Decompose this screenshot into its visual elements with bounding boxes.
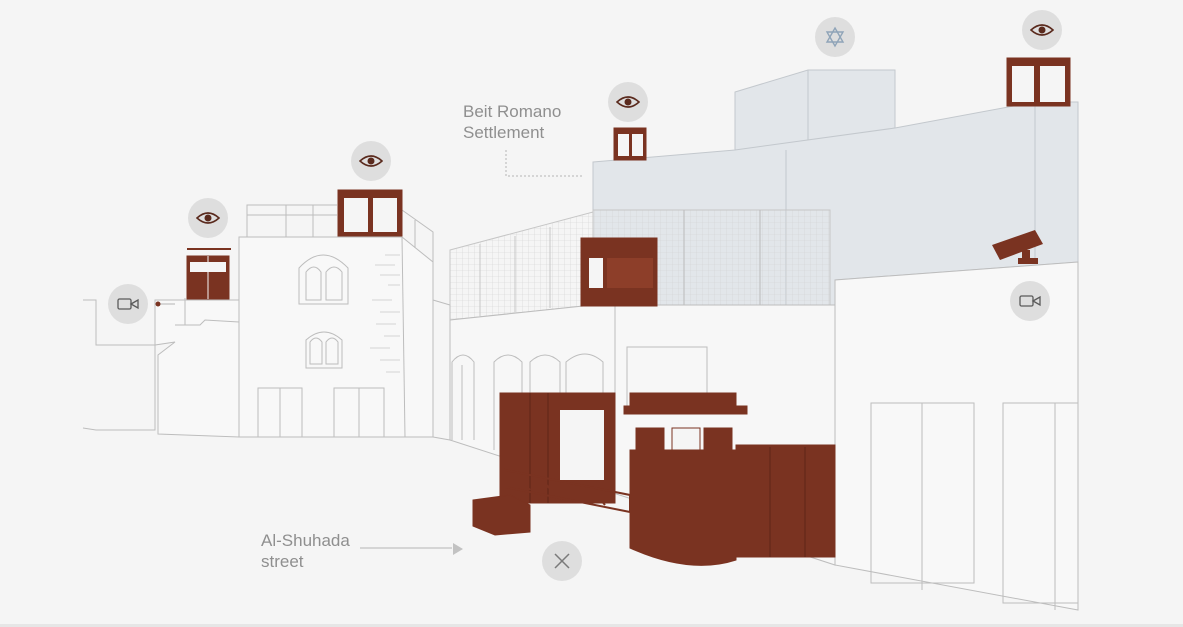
beit-romano-label-line1: Beit Romano: [463, 102, 562, 121]
eye-icon: [359, 155, 383, 167]
beit-romano-label-line2: Settlement: [463, 123, 545, 142]
eye-marker-beit-romano[interactable]: [608, 82, 648, 122]
beit-romano-label: Beit Romano Settlement: [463, 101, 561, 143]
camera-marker-left[interactable]: [108, 284, 148, 324]
leader-lines: [158, 150, 582, 549]
eye-icon: [1030, 24, 1054, 36]
street-pointer-arrow: [453, 543, 463, 555]
camera-connector-dot: [155, 301, 161, 307]
arches: [451, 353, 604, 460]
close-icon: [554, 553, 570, 569]
al-shuhada-label-line2: street: [261, 552, 304, 571]
star-of-david-icon: [825, 26, 845, 48]
star-of-david-marker[interactable]: [815, 17, 855, 57]
close-marker[interactable]: [542, 541, 582, 581]
eye-icon: [196, 212, 220, 224]
eye-marker-top-right[interactable]: [1022, 10, 1062, 50]
left-building: [238, 204, 451, 441]
bottom-border: [0, 624, 1183, 627]
eye-marker-left-tower[interactable]: [188, 198, 228, 238]
video-camera-icon: [117, 298, 139, 310]
eye-icon: [616, 96, 640, 108]
eye-marker-roof-tower[interactable]: [351, 141, 391, 181]
video-camera-icon: [1019, 295, 1041, 307]
far-left-buildings: [82, 298, 240, 438]
al-shuhada-street-label: Al-Shuhada street: [261, 530, 350, 572]
al-shuhada-label-line1: Al-Shuhada: [261, 531, 350, 550]
cctv-camera: [992, 230, 1043, 264]
camera-marker-right[interactable]: [1010, 281, 1050, 321]
military-structures: [186, 57, 1071, 566]
